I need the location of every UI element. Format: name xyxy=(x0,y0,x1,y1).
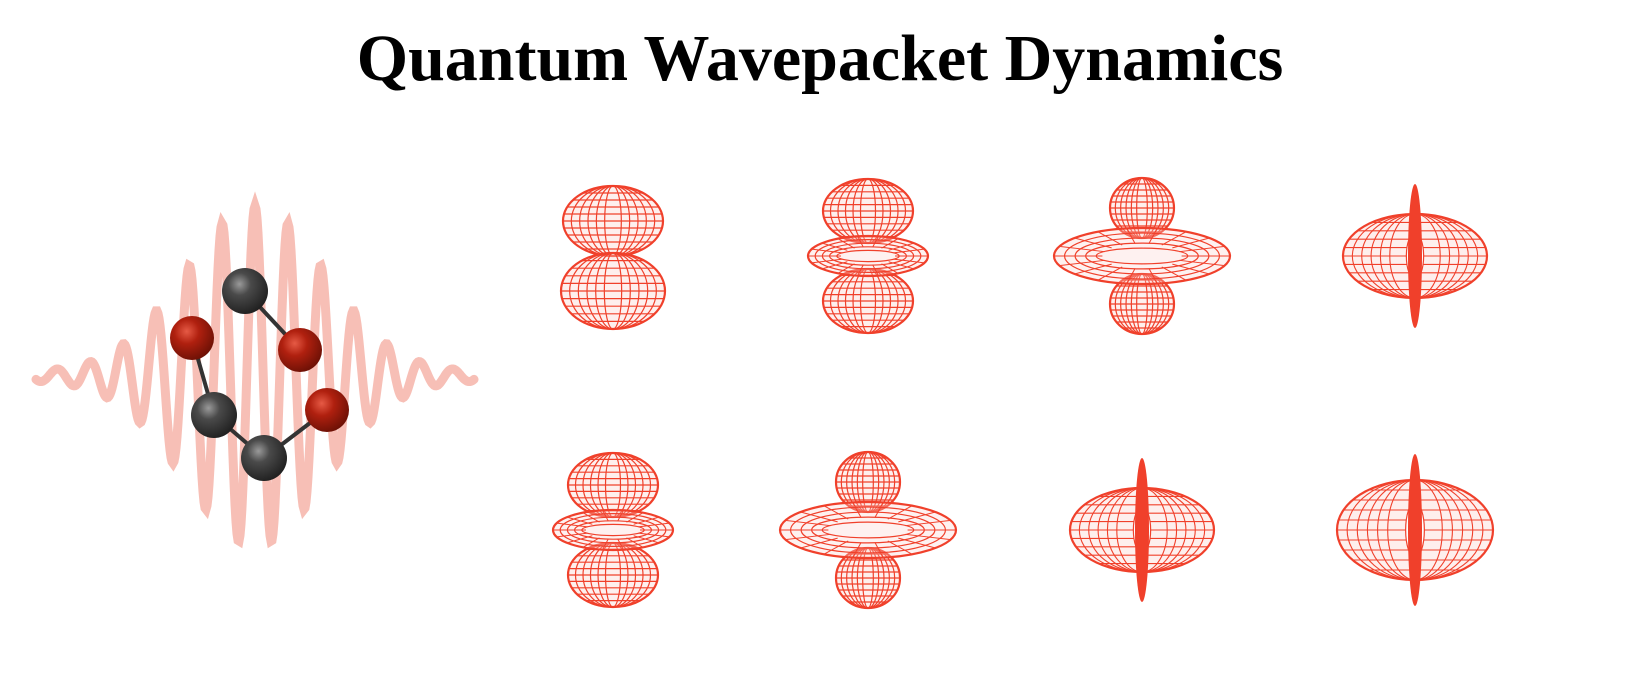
mesh-spoke xyxy=(874,542,884,558)
mesh-spoke xyxy=(905,519,951,527)
mesh-spoke xyxy=(1097,266,1123,281)
mesh-spoke xyxy=(898,537,936,549)
molecule xyxy=(170,268,349,481)
mesh-spoke xyxy=(626,537,644,548)
mesh-spoke xyxy=(785,519,831,527)
mesh-spoke xyxy=(1059,259,1105,267)
mesh-spoke xyxy=(1074,263,1112,275)
mesh-spoke xyxy=(556,522,588,528)
mesh-spoke xyxy=(1126,228,1136,244)
mesh-spoke xyxy=(1172,263,1210,275)
mesh-spoke xyxy=(556,532,588,538)
mesh-spoke xyxy=(837,263,855,274)
mesh-spoke xyxy=(800,537,838,549)
mesh-spoke xyxy=(852,502,862,518)
mesh-spoke xyxy=(617,510,624,522)
mesh-spoke xyxy=(1161,266,1187,281)
mesh-spoke xyxy=(893,248,925,254)
mesh-spoke xyxy=(1148,268,1158,284)
orbital-dumbbell-ring xyxy=(806,177,930,335)
mesh-spoke xyxy=(617,538,624,550)
mesh-spoke xyxy=(874,502,884,518)
mesh-spoke xyxy=(1074,237,1112,249)
mesh-spoke xyxy=(852,542,862,558)
oxygen-atom xyxy=(278,328,322,372)
mesh-spoke xyxy=(872,264,879,276)
mesh-spoke xyxy=(811,258,843,264)
mesh-spoke xyxy=(602,510,609,522)
orbital-spike xyxy=(1408,184,1422,328)
carbon-atom xyxy=(191,392,237,438)
mesh-spoke xyxy=(1059,245,1105,253)
mesh-spoke xyxy=(872,236,879,248)
mesh-spoke xyxy=(888,261,915,270)
orbital-torus-spike xyxy=(1341,184,1489,328)
mesh-spoke xyxy=(821,261,848,270)
orbital-grid xyxy=(551,176,1495,610)
carbon-atom xyxy=(241,435,287,481)
mesh-spoke xyxy=(887,505,913,520)
mesh-spoke xyxy=(638,522,670,528)
mesh-spoke xyxy=(887,540,913,555)
mesh-spoke xyxy=(633,516,660,525)
mesh-spoke xyxy=(1148,228,1158,244)
mesh-spoke xyxy=(881,263,899,274)
orbital-dumbbell-wide-ring xyxy=(1052,176,1232,336)
mesh-spoke xyxy=(1179,245,1225,253)
mesh-spoke xyxy=(1179,259,1225,267)
oxygen-atom xyxy=(305,388,349,432)
oxygen-atom xyxy=(170,316,214,360)
page-title: Quantum Wavepacket Dynamics xyxy=(356,22,1284,95)
orbital-dumbbell-wide-ring xyxy=(778,450,958,610)
mesh-spoke xyxy=(1172,237,1210,249)
orbital-dumbbell xyxy=(559,184,667,331)
mesh-spoke xyxy=(626,512,644,523)
mesh-spoke xyxy=(800,511,838,523)
orbital-spike xyxy=(1135,458,1149,602)
mesh-spoke xyxy=(811,248,843,254)
mesh-spoke xyxy=(638,532,670,538)
mesh-spoke xyxy=(1097,231,1123,246)
mesh-spoke xyxy=(582,537,600,548)
mesh-spoke xyxy=(566,516,593,525)
mesh-spoke xyxy=(602,538,609,550)
mesh-spoke xyxy=(823,540,849,555)
mesh-spoke xyxy=(821,242,848,251)
mesh-spoke xyxy=(785,533,831,541)
mesh-spoke xyxy=(888,242,915,251)
mesh-spoke xyxy=(1161,231,1187,246)
orbital-torus-spike xyxy=(1335,454,1495,606)
mesh-spoke xyxy=(1126,268,1136,284)
mesh-spoke xyxy=(905,533,951,541)
orbital-spike xyxy=(1408,454,1422,606)
mesh-spoke xyxy=(566,535,593,544)
wavepacket-curve xyxy=(31,191,479,549)
mesh-spoke xyxy=(893,258,925,264)
mesh-spoke xyxy=(857,236,864,248)
mesh-spoke xyxy=(823,505,849,520)
mesh-spoke xyxy=(582,512,600,523)
orbital-dumbbell-ring xyxy=(551,451,675,609)
mesh-spoke xyxy=(881,238,899,249)
mesh-spoke xyxy=(857,264,864,276)
orbital-torus-spike xyxy=(1068,458,1216,602)
carbon-atom xyxy=(222,268,268,314)
mesh-spoke xyxy=(837,238,855,249)
mesh-spoke xyxy=(898,511,936,523)
wavepacket xyxy=(31,191,479,549)
mesh-spoke xyxy=(633,535,660,544)
